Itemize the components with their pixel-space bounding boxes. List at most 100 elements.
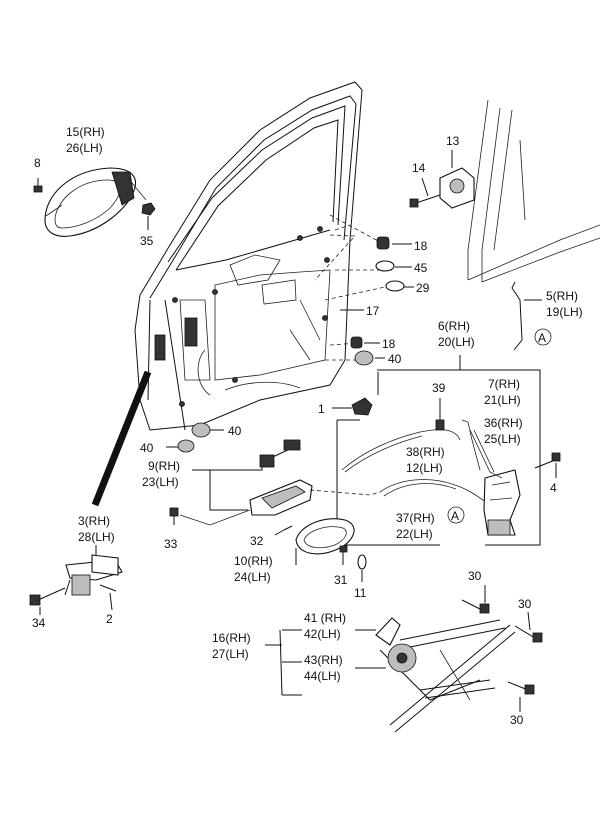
callout-line: 5(RH)	[546, 289, 578, 303]
callout-18-top: 18	[414, 239, 428, 253]
callout-line: 42(LH)	[304, 627, 341, 641]
inner-door-panel	[154, 226, 331, 407]
callout-line: 12(LH)	[406, 461, 443, 475]
callout-line: 28(LH)	[78, 530, 115, 544]
callout-9-23: 9(RH) 23(LH)	[142, 459, 180, 489]
callout-11: 11	[354, 586, 367, 600]
window-regulator	[265, 617, 516, 733]
plug-29	[385, 280, 414, 292]
callout-41-42: 41 (RH) 42(LH)	[304, 611, 346, 641]
screw-33	[169, 507, 179, 525]
grommet-40-lower-a	[191, 422, 224, 438]
callout-16-27: 16(RH) 27(LH)	[212, 631, 251, 661]
bolt-34	[29, 587, 66, 615]
nut-35	[141, 202, 156, 230]
bolt-14	[409, 177, 441, 208]
callout-line: 16(RH)	[212, 631, 251, 645]
callout-5-19: 5(RH) 19(LH)	[546, 289, 583, 319]
callout-10-24: 10(RH) 24(LH)	[234, 554, 273, 584]
callout-34: 34	[32, 616, 46, 630]
bolt-30-b	[514, 611, 543, 643]
ref-mark-a-top: A	[538, 331, 546, 345]
callout-40-right: 40	[388, 352, 402, 366]
callout-7-21: 7(RH) 21(LH)	[484, 377, 521, 407]
callout-line: 41 (RH)	[304, 611, 346, 625]
rod-5-19	[511, 281, 552, 351]
callout-line: 15(RH)	[66, 125, 105, 139]
callout-13: 13	[446, 134, 460, 148]
callout-line: 22(LH)	[396, 527, 433, 541]
callout-17: 17	[366, 304, 380, 318]
callout-4: 4	[550, 481, 557, 495]
callout-8: 8	[34, 156, 41, 170]
callout-43-44: 43(RH) 44(LH)	[304, 653, 343, 683]
callout-6-20: 6(RH) 20(LH)	[438, 319, 475, 349]
callout-30-b: 30	[518, 597, 532, 611]
callout-38-12: 38(RH) 12(LH)	[406, 445, 445, 475]
hinge-13-part	[439, 150, 475, 209]
callout-line: 44(LH)	[304, 669, 341, 683]
door-check-link-line	[91, 370, 152, 507]
outside-handle-part	[44, 167, 147, 237]
plug-45	[375, 260, 412, 272]
callout-40-lower-b: 40	[140, 441, 154, 455]
callout-line: 7(RH)	[488, 377, 520, 391]
callout-1: 1	[318, 402, 325, 416]
grommet-40-right	[354, 350, 385, 366]
screw-32	[274, 525, 293, 536]
callout-30-a: 30	[468, 569, 482, 583]
screw-8	[33, 178, 43, 193]
bolt-30-c	[507, 681, 535, 712]
door-frame	[134, 81, 363, 431]
callout-line: 43(RH)	[304, 653, 343, 667]
callout-line: 25(LH)	[484, 432, 521, 446]
body-pillar-outline	[467, 99, 600, 283]
ref-circle-a-top	[534, 328, 552, 346]
callout-3-28: 3(RH) 28(LH)	[78, 514, 115, 544]
callout-39: 39	[432, 381, 446, 395]
callout-18-mid: 18	[382, 337, 396, 351]
callout-line: 37(RH)	[396, 511, 435, 525]
screw-31	[339, 545, 348, 565]
cap-11	[357, 554, 367, 582]
callout-14: 14	[412, 161, 426, 175]
bolt-30-a	[461, 585, 490, 614]
callout-line: 6(RH)	[438, 319, 470, 333]
callout-line: 20(LH)	[438, 335, 475, 349]
callout-line: 24(LH)	[234, 570, 271, 584]
latch-assembly-box	[336, 355, 561, 546]
grommet-18-mid	[350, 336, 380, 349]
callout-line: 21(LH)	[484, 393, 521, 407]
callout-30-c: 30	[510, 713, 524, 727]
callout-15-26: 15(RH) 26(LH)	[66, 125, 105, 155]
door-checker-3-28	[64, 545, 123, 596]
callout-40-lower-a: 40	[228, 424, 242, 438]
callout-line: 23(LH)	[142, 475, 179, 489]
inside-handle-bracket	[179, 439, 381, 526]
callout-line: 9(RH)	[148, 459, 180, 473]
callout-line: 36(RH)	[484, 416, 523, 430]
ref-circle-a-mid	[447, 506, 465, 524]
callout-35: 35	[140, 234, 154, 248]
bolt-2	[99, 584, 117, 611]
callout-line: 38(RH)	[406, 445, 445, 459]
callout-32: 32	[250, 534, 264, 548]
callout-line: 10(RH)	[234, 554, 273, 568]
callout-29: 29	[416, 281, 430, 295]
clip-1	[332, 397, 373, 416]
callout-line: 3(RH)	[78, 514, 110, 528]
callout-line: 27(LH)	[212, 647, 249, 661]
ref-mark-a-mid: A	[451, 509, 459, 523]
handle-cover-10-24	[295, 518, 355, 565]
callout-line: 19(LH)	[546, 305, 583, 319]
callout-2: 2	[106, 612, 113, 626]
callout-36-25: 36(RH) 25(LH)	[484, 416, 523, 446]
grommet-18-top	[376, 236, 412, 250]
callout-33: 33	[164, 537, 178, 551]
callout-37-22: 37(RH) 22(LH)	[396, 511, 435, 541]
callout-31: 31	[334, 573, 348, 587]
grommet-40-lower-b	[166, 439, 195, 453]
callout-line: 26(LH)	[66, 141, 103, 155]
callout-45: 45	[414, 261, 428, 275]
